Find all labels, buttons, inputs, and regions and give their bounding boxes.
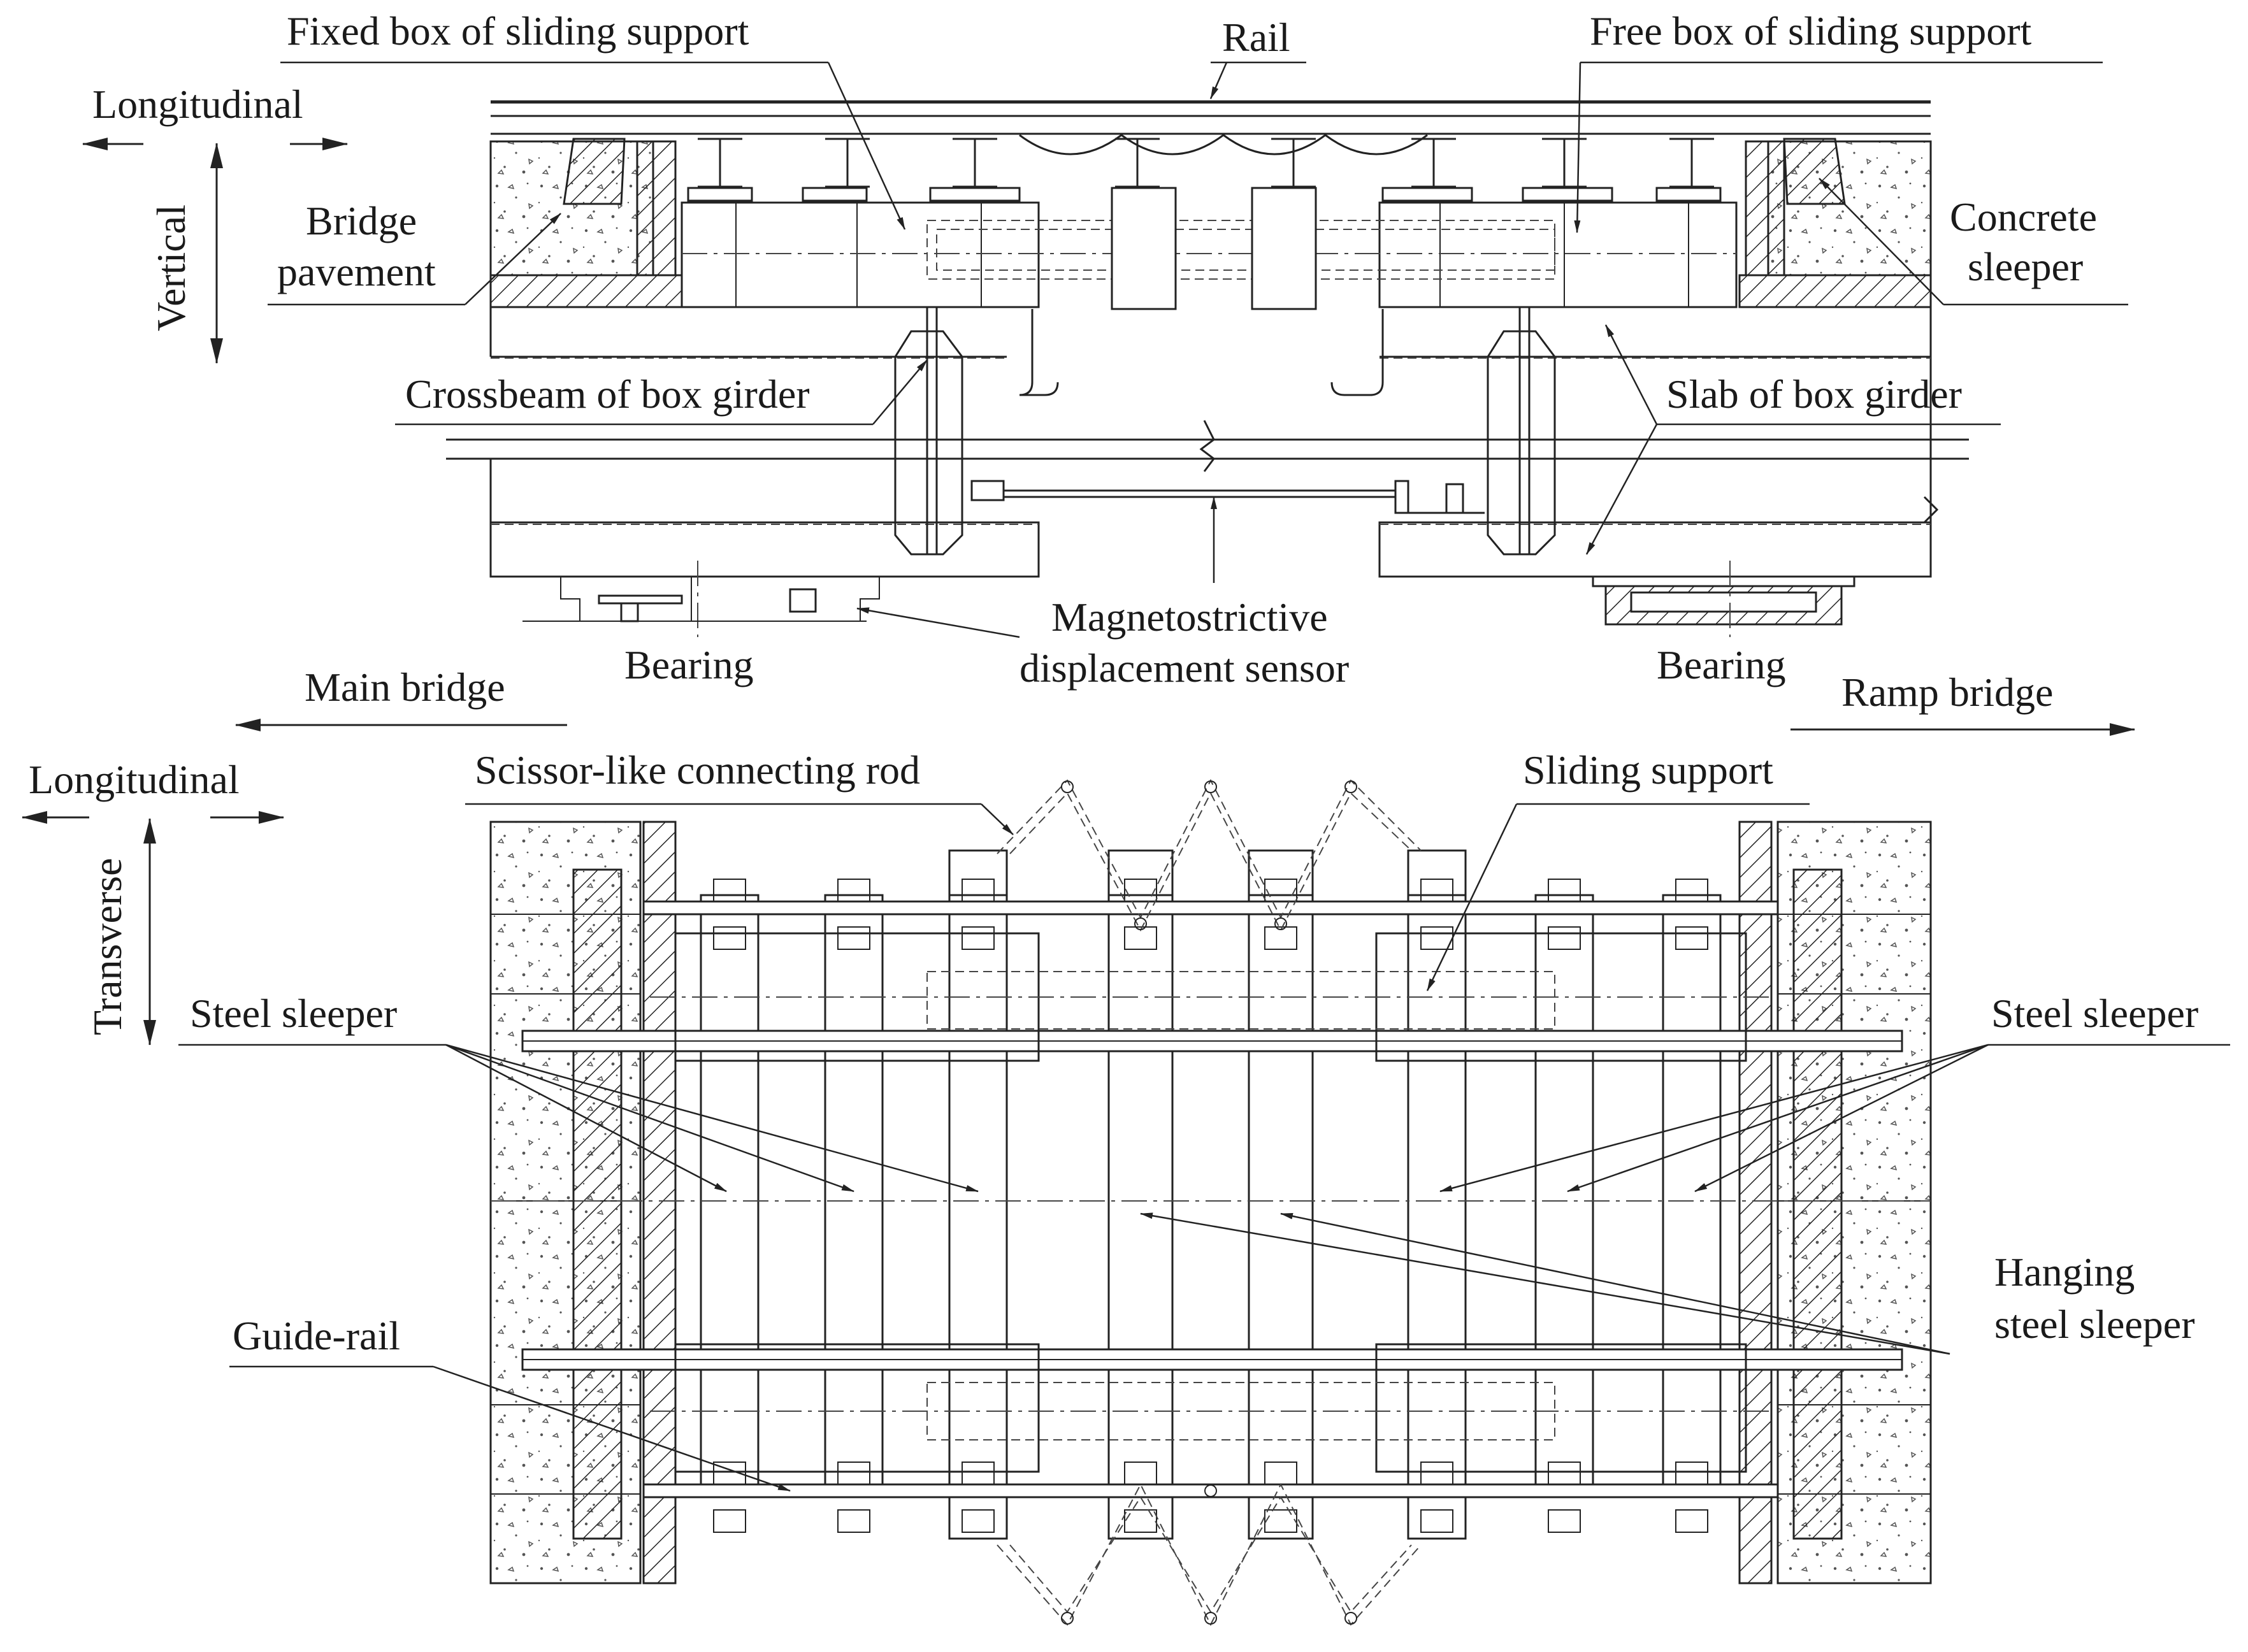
bearing-left [522, 561, 880, 637]
label-sliding-support: Sliding support [1523, 747, 1773, 793]
label-free-box: Free box of sliding support [1590, 8, 2032, 54]
label-steel-sleeper-right: Steel sleeper [1991, 991, 2198, 1036]
label-bridge-pavement-1: Bridge [306, 198, 417, 243]
label-ramp-bridge: Ramp bridge [1841, 670, 2053, 715]
rail [491, 100, 1931, 135]
running-rails-plan [521, 1030, 1903, 1371]
axis-indicator-plan [22, 811, 284, 1045]
axis-indicator-elevation [82, 138, 348, 364]
bridge-pavement-left [489, 138, 683, 308]
label-concrete-sleeper-1: Concrete [1950, 194, 2097, 240]
bearing-right [1592, 561, 1855, 637]
label-longitudinal-plan: Longitudinal [29, 757, 240, 802]
label-crossbeam: Crossbeam of box girder [405, 371, 810, 417]
sliding-supports-plan [650, 932, 1771, 1473]
label-fixed-box: Fixed box of sliding support [287, 8, 749, 54]
bridge-pavement-right [1738, 138, 1932, 308]
label-sensor-2: displacement sensor [1020, 645, 1349, 691]
plan-annotations: Longitudinal Transverse Scissor-like con… [29, 747, 2230, 1492]
steel-sleepers-plan [700, 849, 1722, 1540]
fixed-box-elevation [681, 201, 1040, 308]
label-scissor-rod: Scissor-like connecting rod [475, 747, 920, 793]
label-guide-rail: Guide-rail [233, 1313, 400, 1358]
box-girder-right [1330, 307, 1932, 578]
label-transverse: Transverse [85, 858, 130, 1036]
label-sensor-1: Magnetostrictive [1051, 594, 1328, 640]
label-bearing-left: Bearing [624, 642, 754, 687]
label-main-bridge: Main bridge [305, 664, 505, 710]
free-box-elevation [1378, 201, 1738, 308]
steel-sleepers-elevation [687, 134, 1722, 202]
plan-view: Longitudinal Transverse Scissor-like con… [22, 747, 2230, 1627]
label-steel-sleeper-left: Steel sleeper [190, 991, 397, 1036]
guide-rails [642, 879, 1779, 1533]
scissor-rods [997, 779, 1422, 1627]
label-longitudinal-elevation: Longitudinal [92, 82, 303, 127]
label-concrete-sleeper-2: sleeper [1968, 244, 2083, 289]
label-bearing-right: Bearing [1657, 642, 1786, 687]
label-hanging-2: steel sleeper [1994, 1302, 2195, 1347]
label-slab: Slab of box girder [1666, 371, 1962, 417]
box-girder-left [446, 307, 1969, 578]
label-vertical: Vertical [148, 205, 194, 331]
label-bridge-pavement-2: pavement [277, 249, 436, 294]
label-rail: Rail [1222, 15, 1290, 60]
magnetostrictive-sensor-elevation [970, 480, 1485, 514]
label-hanging-1: Hanging [1994, 1249, 2135, 1295]
elevation-annotations: Fixed box of sliding support Rail Free b… [92, 8, 2135, 736]
elevation-view: Fixed box of sliding support Rail Free b… [82, 8, 2135, 736]
